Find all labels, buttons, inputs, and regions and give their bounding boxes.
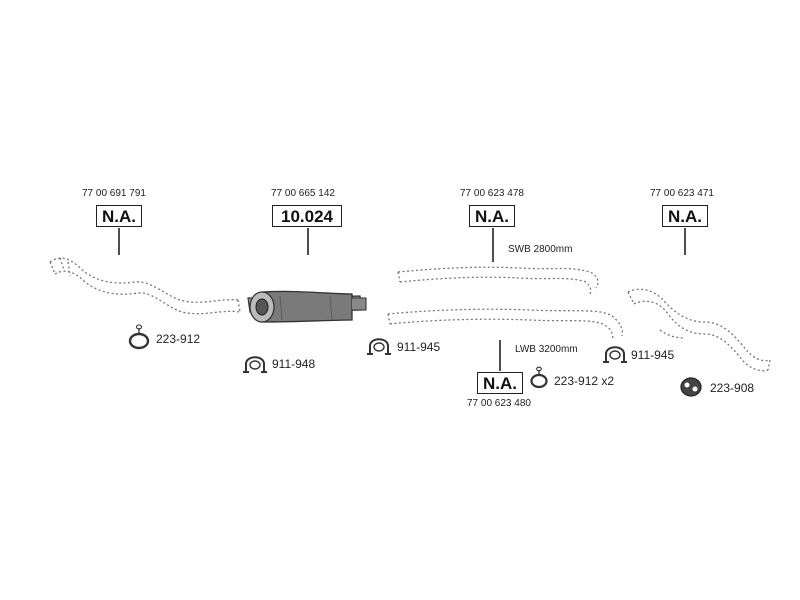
oem-number-tailpipe: 77 00 623 471 <box>650 188 714 199</box>
swb-pipe-drawing <box>397 266 599 295</box>
oem-number-front-pipe: 77 00 691 791 <box>82 188 146 199</box>
front-pipe-drawing <box>49 257 241 315</box>
fitting-code-gasket-front: 223-912 <box>156 332 201 346</box>
fitting-code-clamp-middle: 911-945 <box>397 340 441 354</box>
reference-box-lwb-pipe: N.A. <box>477 372 523 394</box>
oem-number-muffler: 77 00 665 142 <box>271 188 335 199</box>
swb-length-note: SWB 2800mm <box>508 244 573 255</box>
clamp-icon <box>603 346 627 363</box>
fitting-code-clamp-front: 911-948 <box>272 357 316 371</box>
clamp-icon <box>243 356 267 373</box>
rubber-mount-icon <box>680 377 702 397</box>
gasket-ring-icon <box>530 366 548 389</box>
fitting-code-clamp-rear: 911-945 <box>631 348 675 362</box>
reference-box-swb-pipe: N.A. <box>469 205 515 227</box>
reference-box-front-pipe: N.A. <box>96 205 142 227</box>
lwb-length-note: LWB 3200mm <box>515 344 578 355</box>
reference-box-tailpipe: N.A. <box>662 205 708 227</box>
fitting-code-rubber-mount: 223-908 <box>710 381 755 395</box>
clamp-icon <box>367 338 391 355</box>
fitting-code-gasket-rear: 223-912 x2 <box>554 374 615 388</box>
muffler-drawing <box>247 290 367 323</box>
tailpipe-drawing <box>627 288 771 372</box>
reference-box-muffler: 10.024 <box>272 205 342 227</box>
oem-number-swb-pipe: 77 00 623 478 <box>460 188 524 199</box>
gasket-ring-icon <box>128 324 150 350</box>
lwb-pipe-drawing <box>387 308 624 341</box>
oem-number-lwb-pipe: 77 00 623 480 <box>467 398 531 409</box>
